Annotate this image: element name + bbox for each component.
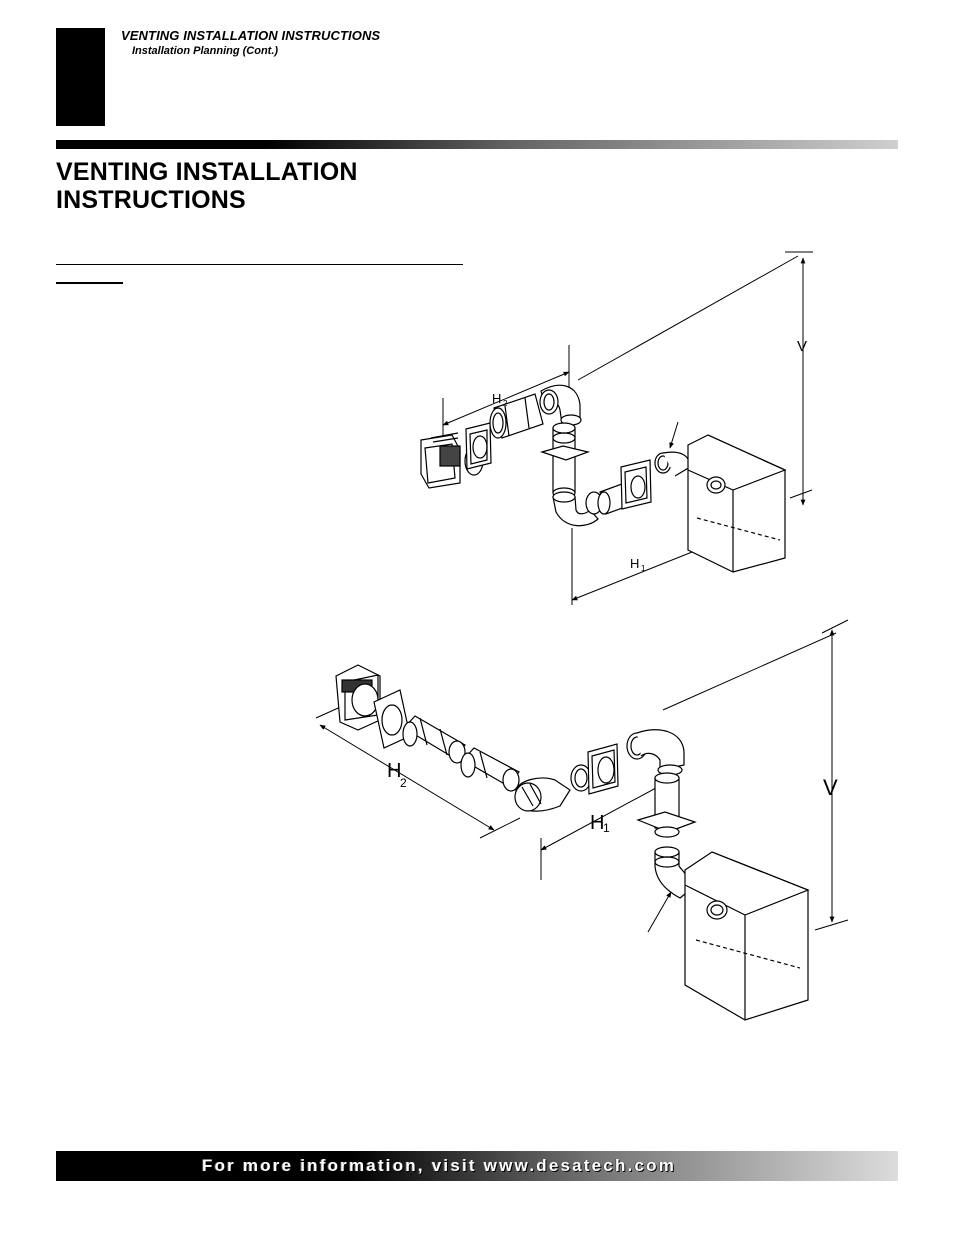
bottom-vent-figure: V H 2 H 1	[315, 619, 849, 1021]
pipe-section-bottom-1	[402, 715, 466, 764]
top-h1-sub: 1	[641, 564, 646, 573]
pipe-section-bottom-h1	[570, 729, 685, 795]
bottom-h1-label: H	[590, 812, 604, 834]
bottom-h1-sub: 1	[603, 821, 610, 835]
bottom-h2-sub: 2	[400, 776, 407, 790]
footer-website-text: For more information, visit www.desatech…	[202, 1156, 677, 1175]
section-tab-marker	[56, 28, 105, 126]
bottom-h2-label: H	[387, 760, 401, 782]
heater-bottom	[684, 851, 810, 1021]
header-gradient-rule	[56, 140, 898, 149]
elbow-top-lower	[552, 491, 603, 527]
section-header-title: VENTING INSTALLATION INSTRUCTIONS	[121, 28, 381, 43]
top-h1-label: H	[630, 556, 639, 571]
wall-plate-bottom-1	[373, 689, 411, 749]
section-header-subtitle: Installation Planning (Cont.)	[132, 45, 279, 57]
blank-rule-short	[56, 282, 123, 284]
top-vent-figure: V H 2 H 1	[420, 251, 813, 605]
top-h2-label: H	[492, 391, 501, 406]
pipe-section-top-h2	[489, 393, 544, 439]
footer-bar: For more information, visit www.desatech…	[56, 1151, 898, 1181]
heater-top	[687, 434, 787, 573]
bottom-v-label: V	[823, 775, 838, 800]
blank-rule-long	[56, 264, 463, 265]
elbow-bottom-lower	[654, 846, 691, 899]
page-title: VENTING INSTALLATION INSTRUCTIONS	[56, 158, 358, 214]
vertical-pipe-bottom	[636, 772, 697, 838]
pipe-section-bottom-2	[460, 747, 520, 792]
pipe-section-top-h1	[597, 451, 691, 515]
elbow-top-upper	[539, 384, 582, 426]
vertical-pipe-top	[539, 422, 591, 499]
elbow-bottom-horizontal	[514, 777, 571, 812]
termination-cap-top	[420, 432, 484, 489]
top-h2-sub: 2	[503, 399, 508, 408]
top-v-label: V	[797, 338, 807, 355]
termination-cap-bottom	[335, 664, 381, 731]
wall-plate-top-1	[465, 422, 492, 470]
